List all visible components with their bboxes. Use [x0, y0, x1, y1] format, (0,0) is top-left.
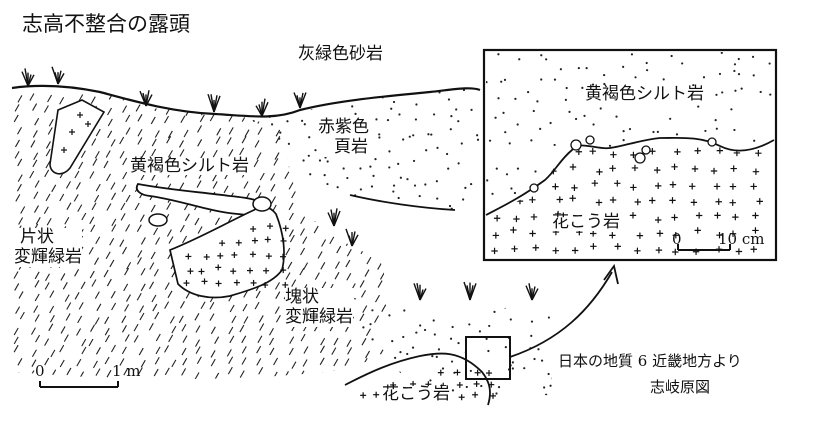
source-line1: 日本の地質 6 近畿地方より [558, 354, 742, 369]
clast-2 [253, 197, 271, 211]
label-schistose-metadiabase: 片状 変輝緑岩 [14, 228, 82, 267]
label-massive-line1: 塊状 [285, 288, 353, 308]
label-schistose-line2: 変輝緑岩 [14, 248, 82, 268]
label-red-purple-shale-line2: 頁岩 [318, 138, 369, 158]
inset-scale-zero: 0 [672, 232, 682, 247]
granite-intrusion [170, 207, 284, 298]
inset-label-siltstone: 黄褐色シルト岩 [585, 86, 704, 103]
sandstone-dots [250, 87, 490, 221]
sandstone-boundary [350, 195, 455, 210]
label-granite: 花こう岩 [382, 386, 450, 403]
dike [50, 100, 104, 174]
scale-value: 1 m [112, 364, 141, 379]
label-massive-line2: 変輝緑岩 [285, 308, 353, 328]
clast [149, 214, 167, 226]
label-schistose-line1: 片状 [14, 228, 82, 248]
inset-scale-value: 10 cm [718, 232, 764, 247]
label-red-purple-shale-line1: 赤紫色 [318, 118, 369, 138]
inset-arrow [510, 272, 612, 357]
diagram-title: 志高不整合の露頭 [22, 14, 190, 35]
inset-frame [484, 50, 776, 260]
label-yellow-brown-siltstone: 黄褐色シルト岩 [130, 158, 249, 175]
label-gray-green-sandstone: 灰緑色砂岩 [298, 46, 383, 63]
siltstone-band [137, 184, 268, 215]
label-red-purple-shale: 赤紫色 頁岩 [318, 118, 369, 157]
label-massive-metadiabase: 塊状 変輝緑岩 [285, 288, 353, 327]
source-line2: 志岐原図 [650, 380, 710, 395]
scale-zero: 0 [35, 364, 45, 379]
inset-label-granite: 花こう岩 [552, 214, 620, 231]
